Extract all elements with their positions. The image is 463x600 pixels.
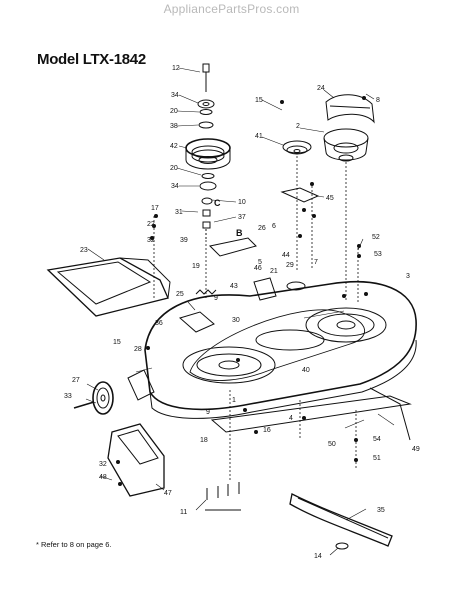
callout: 21 xyxy=(270,268,278,275)
callout: 31 xyxy=(175,209,183,216)
callout: 34 xyxy=(171,92,179,99)
callout: 3 xyxy=(406,273,410,280)
callout: 20 xyxy=(170,108,178,115)
callout: 41 xyxy=(255,133,263,140)
callout: 5 xyxy=(258,259,262,266)
stabilizer-rod xyxy=(369,387,411,441)
callout: 19 xyxy=(192,263,200,270)
mower-deck-shell xyxy=(144,280,417,419)
callout: 18 xyxy=(200,437,208,444)
view-label-b: B xyxy=(236,228,243,238)
callout: 43 xyxy=(230,283,238,290)
callout: 44 xyxy=(282,252,290,259)
callout: 47 xyxy=(164,490,172,497)
callout: 8 xyxy=(376,97,380,104)
hanger-bar xyxy=(210,395,412,433)
small-hardware xyxy=(116,96,368,486)
footnote: * Refer to 8 on page 6. xyxy=(36,540,112,549)
idler-pulley xyxy=(282,140,312,155)
hardware-bolts xyxy=(205,482,241,511)
mandrel-pulley xyxy=(323,128,369,162)
callout: 11 xyxy=(180,509,187,516)
callout: 36 xyxy=(155,320,163,327)
callout: 9 xyxy=(214,295,218,302)
callout: 39 xyxy=(180,237,188,244)
callout: 29 xyxy=(286,262,294,269)
callout: 32 xyxy=(147,237,155,244)
callout: 2 xyxy=(296,123,300,130)
callout-labels: 12 34 20 38 42 20 34 15 24 8 41 2 10 45 … xyxy=(64,65,420,560)
callout: 20 xyxy=(170,165,178,172)
deck-bracket-right xyxy=(253,277,277,301)
callout: 4 xyxy=(289,415,293,422)
callout: 32 xyxy=(99,461,107,468)
callout: 6 xyxy=(272,223,276,230)
callout: 12 xyxy=(172,65,180,72)
callout: 35 xyxy=(377,507,385,514)
callout: 14 xyxy=(314,553,322,560)
callout: 38 xyxy=(170,123,178,130)
callout: 45 xyxy=(326,195,334,202)
callout: 30 xyxy=(232,317,240,324)
callout: 50 xyxy=(328,441,336,448)
callout: 24 xyxy=(317,85,325,92)
callout: 51 xyxy=(373,455,381,462)
callout: 16 xyxy=(263,427,271,434)
callout: 40 xyxy=(302,367,310,374)
front-hanger xyxy=(127,369,155,401)
callout: 28 xyxy=(134,346,142,353)
callout: 42 xyxy=(170,143,178,150)
callout: 25 xyxy=(176,291,184,298)
callout: 46 xyxy=(254,265,262,272)
idler-bracket xyxy=(280,187,320,203)
discharge-chute xyxy=(46,257,171,317)
view-label-c: C xyxy=(214,198,221,208)
callout: 27 xyxy=(72,377,80,384)
callout: 23 xyxy=(80,247,88,254)
callout: 17 xyxy=(151,205,159,212)
wheel-bolt xyxy=(73,401,95,409)
deck-baffle xyxy=(107,423,165,497)
spindle-assembly xyxy=(185,63,231,240)
callout: 49 xyxy=(412,446,420,453)
idler-arm xyxy=(208,237,257,257)
callout: 9 xyxy=(206,409,210,416)
callout: 1 xyxy=(232,397,236,404)
callout: 22 xyxy=(147,221,155,228)
model-title: Model LTX-1842 xyxy=(37,51,146,68)
callout: 52 xyxy=(372,234,380,241)
pulley-cover xyxy=(325,94,375,124)
callout: 34 xyxy=(171,183,179,190)
callout: 53 xyxy=(374,251,382,258)
callout: 33 xyxy=(64,393,72,400)
blade-nut xyxy=(335,542,349,550)
gauge-wheel xyxy=(92,381,114,415)
callout: 15 xyxy=(255,97,263,104)
callout: 54 xyxy=(373,436,381,443)
callout: 48 xyxy=(99,474,107,481)
mower-blade xyxy=(289,493,393,547)
deck-bracket xyxy=(178,311,215,333)
callout: 10 xyxy=(238,199,246,206)
callout: 37 xyxy=(238,214,246,221)
callout: 7 xyxy=(314,259,318,266)
callout-leaders xyxy=(85,67,395,556)
callout: 26 xyxy=(258,225,266,232)
callout: 15 xyxy=(113,339,121,346)
site-watermark: AppliancePartsPros.com xyxy=(163,2,300,16)
